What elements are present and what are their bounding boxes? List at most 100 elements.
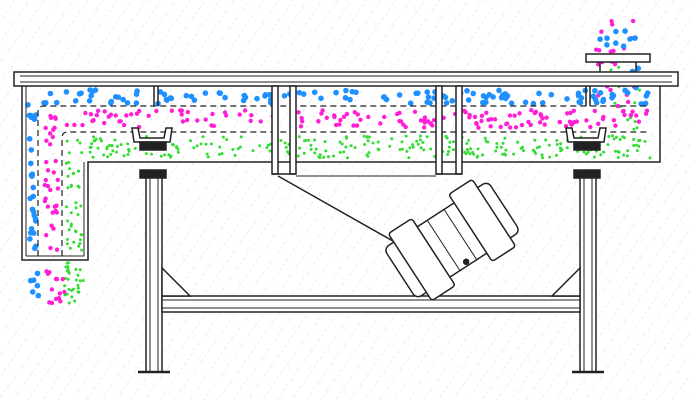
particle [574,119,579,124]
particle [120,96,126,103]
particle [95,108,101,114]
particle [504,153,508,157]
particle [540,153,544,157]
particle [80,233,84,237]
particle [70,289,74,292]
particle [266,91,273,98]
particle [296,110,301,115]
particle [529,108,534,113]
particle [472,152,476,156]
particle [342,150,346,154]
particle [332,154,335,158]
particle [66,186,70,190]
particle [501,141,505,145]
particle [588,124,593,130]
particle [568,110,573,116]
particle [102,109,107,114]
particle [127,149,131,153]
particle [69,224,73,228]
particle [571,108,576,114]
particle [584,118,589,123]
particle [67,228,71,232]
particle [613,101,617,105]
particle [28,172,35,178]
particle [628,113,634,118]
particle [248,118,253,124]
rear-bracket-right-post [455,85,463,175]
particle [341,114,347,120]
particle [558,146,562,150]
particle [91,118,96,123]
particle [466,150,470,154]
particle [474,121,479,127]
particle [533,138,537,142]
particle [539,100,546,106]
particle [532,110,537,116]
particle [168,95,175,102]
particle [512,152,516,156]
particle [486,117,491,123]
particle [416,142,420,146]
particle [472,114,478,120]
particle [601,114,606,120]
left-gusset [161,266,192,297]
particle [635,126,639,130]
particle [362,134,366,138]
particle [613,149,617,153]
particle [201,135,205,139]
particle [171,143,175,147]
particle [221,135,225,139]
particle [522,149,525,153]
particle [503,95,509,102]
particle [431,118,437,123]
particle [206,155,210,159]
particle [608,87,613,93]
particle [67,288,71,291]
particle [29,289,36,295]
particle [66,219,70,223]
particle [326,155,330,159]
particle [73,299,77,303]
particle [189,139,192,143]
particle [503,136,507,140]
particle [612,137,616,141]
particle [465,148,469,151]
particle [340,142,344,146]
particle [233,153,237,157]
particle [222,110,228,115]
particle [34,270,41,277]
particle [449,98,456,104]
particle [178,108,183,113]
particle [479,113,485,119]
particle [265,146,269,150]
particle [582,150,586,154]
particle [320,108,325,113]
particle [51,127,56,132]
particle [180,119,186,124]
particle [115,150,119,154]
particle [313,138,317,142]
particle [150,152,153,156]
particle [366,135,369,139]
particle [382,114,387,120]
particle [80,122,85,128]
particle [67,301,71,305]
right-gusset [550,266,581,297]
particle [615,103,621,109]
particle [163,96,170,103]
particle [298,146,302,150]
particle [464,88,470,94]
particle [643,93,650,99]
particle [134,111,140,116]
particle [411,145,415,149]
particle [284,145,288,149]
particle [119,143,123,147]
particle [544,138,548,142]
particle [76,286,80,290]
particle [632,35,638,41]
particle [604,42,610,48]
particle [481,153,485,157]
particle [530,100,537,107]
particle [176,147,180,151]
particle [484,110,489,116]
